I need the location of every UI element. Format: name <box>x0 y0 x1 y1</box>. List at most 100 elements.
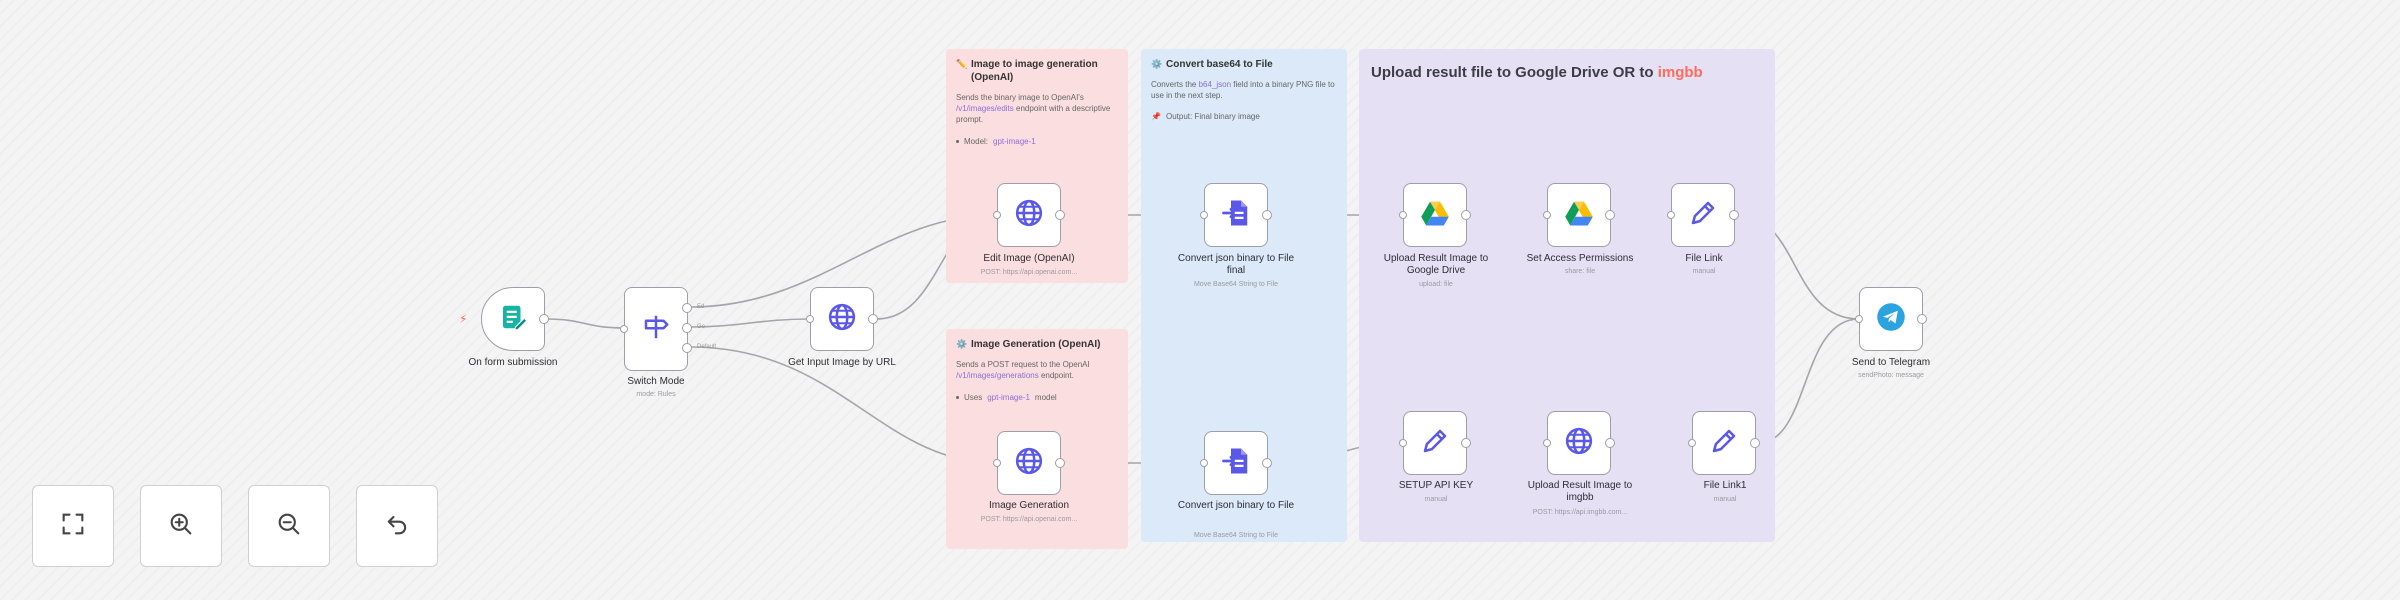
input-port[interactable] <box>1688 439 1696 447</box>
output-port[interactable] <box>1461 210 1471 220</box>
signpost-icon <box>641 312 671 347</box>
fit-view-icon <box>59 510 87 543</box>
node-label: Convert json binary to File final <box>1177 253 1295 276</box>
node-file-link[interactable] <box>1667 183 1739 247</box>
output-port[interactable] <box>539 314 549 324</box>
bullet-dot <box>956 140 959 143</box>
node-upload-gdrive[interactable] <box>1399 183 1471 247</box>
node-setup-api-key[interactable] <box>1399 411 1471 475</box>
file-convert-icon <box>1221 446 1251 481</box>
node-subtitle: manual <box>1424 496 1448 503</box>
file-convert-icon <box>1221 198 1251 233</box>
input-port[interactable] <box>1667 211 1675 219</box>
pencil-emoji-icon: ✏️ <box>956 59 968 69</box>
input-port[interactable] <box>1200 211 1208 219</box>
node-label: SETUP API KEY <box>1398 480 1474 491</box>
sticky-image-to-image[interactable]: ✏️Image to image generation (OpenAI) Sen… <box>946 49 1128 283</box>
sticky-title: Image to image generation (OpenAI) <box>971 59 1098 83</box>
node-label: File Link <box>1685 253 1723 264</box>
pencil-icon <box>1688 198 1718 233</box>
node-subtitle: mode: Rules <box>636 391 676 398</box>
input-port[interactable] <box>620 325 628 333</box>
node-get-input-image[interactable] <box>806 287 878 351</box>
fit-view-button[interactable] <box>32 485 114 567</box>
node-convert-json-binary[interactable] <box>1200 431 1272 495</box>
telegram-icon <box>1876 302 1906 337</box>
sticky-title: Convert base64 to File <box>1166 59 1273 70</box>
node-subtitle: POST: https://api.imgbb.com... <box>1532 509 1628 516</box>
globe-icon <box>1564 426 1594 461</box>
output-port[interactable] <box>868 314 878 324</box>
gear-emoji-icon: ⚙️ <box>956 339 968 349</box>
output-port[interactable] <box>1461 438 1471 448</box>
edge-switch-ge-to-getimage <box>689 318 811 328</box>
node-form-trigger[interactable] <box>481 287 549 351</box>
sticky-title: Image Generation (OpenAI) <box>971 339 1101 350</box>
input-port[interactable] <box>993 211 1001 219</box>
input-port[interactable] <box>1855 315 1863 323</box>
zoom-in-button[interactable] <box>140 485 222 567</box>
node-upload-imgbb[interactable] <box>1543 411 1615 475</box>
node-set-access-permissions[interactable] <box>1543 183 1615 247</box>
edge-form-to-switch <box>545 318 625 329</box>
output-port[interactable] <box>1605 210 1615 220</box>
output-port[interactable] <box>1262 458 1272 468</box>
bullet-dot <box>956 396 959 399</box>
pin-emoji-icon: 📌 <box>1151 112 1161 121</box>
globe-icon <box>1014 446 1044 481</box>
node-convert-json-binary-final[interactable] <box>1200 183 1272 247</box>
node-subtitle: Move Base64 String to File <box>1193 281 1279 288</box>
node-label: Switch Mode <box>627 376 685 387</box>
node-label: On form submission <box>468 357 558 368</box>
output-port-ed[interactable] <box>682 303 692 313</box>
output-port-default[interactable] <box>682 343 692 353</box>
input-port[interactable] <box>1399 439 1407 447</box>
node-file-link1[interactable] <box>1688 411 1760 475</box>
node-label: File Link1 <box>1703 480 1747 491</box>
trigger-bolt-icon: ⚡ <box>459 312 468 326</box>
form-icon <box>498 302 528 337</box>
zoom-out-icon <box>275 510 303 543</box>
zoom-out-button[interactable] <box>248 485 330 567</box>
node-label: Set Access Permissions <box>1526 253 1634 264</box>
port-label: Ed <box>697 304 705 310</box>
output-port[interactable] <box>1055 458 1065 468</box>
node-label: Image Generation <box>988 500 1070 511</box>
node-subtitle: sendPhoto: message <box>1858 372 1924 379</box>
output-port[interactable] <box>1917 314 1927 324</box>
port-label: Ge <box>697 324 706 330</box>
node-subtitle: manual <box>1692 268 1716 275</box>
undo-icon <box>383 510 411 543</box>
input-port[interactable] <box>806 315 814 323</box>
node-subtitle: POST: https://api.openai.com... <box>980 516 1078 523</box>
node-label: Convert json binary to File <box>1177 500 1295 511</box>
output-port[interactable] <box>1262 210 1272 220</box>
output-port-ge[interactable] <box>682 323 692 333</box>
node-edit-image[interactable] <box>993 183 1065 247</box>
input-port[interactable] <box>1200 459 1208 467</box>
node-switch-mode[interactable]: Ed Ge Default <box>620 287 716 371</box>
globe-icon <box>1014 198 1044 233</box>
output-port[interactable] <box>1750 438 1760 448</box>
sticky-title: Upload result file to Google Drive OR to… <box>1371 64 1703 81</box>
undo-button[interactable] <box>356 485 438 567</box>
google-drive-icon <box>1420 198 1450 233</box>
node-label: Upload Result Image to Google Drive <box>1383 253 1489 276</box>
node-send-telegram[interactable] <box>1855 287 1927 351</box>
output-port[interactable] <box>1605 438 1615 448</box>
output-port[interactable] <box>1729 210 1739 220</box>
node-image-generation[interactable] <box>993 431 1065 495</box>
node-subtitle: Move Base64 String to File <box>1193 532 1279 539</box>
node-label: Edit Image (OpenAI) <box>983 253 1075 264</box>
node-subtitle: manual <box>1713 496 1737 503</box>
pencil-icon <box>1709 426 1739 461</box>
output-port[interactable] <box>1055 210 1065 220</box>
input-port[interactable] <box>1399 211 1407 219</box>
input-port[interactable] <box>1543 211 1551 219</box>
google-drive-icon <box>1564 198 1594 233</box>
zoom-in-icon <box>167 510 195 543</box>
node-subtitle: share: file <box>1564 268 1596 275</box>
input-port[interactable] <box>993 459 1001 467</box>
input-port[interactable] <box>1543 439 1551 447</box>
